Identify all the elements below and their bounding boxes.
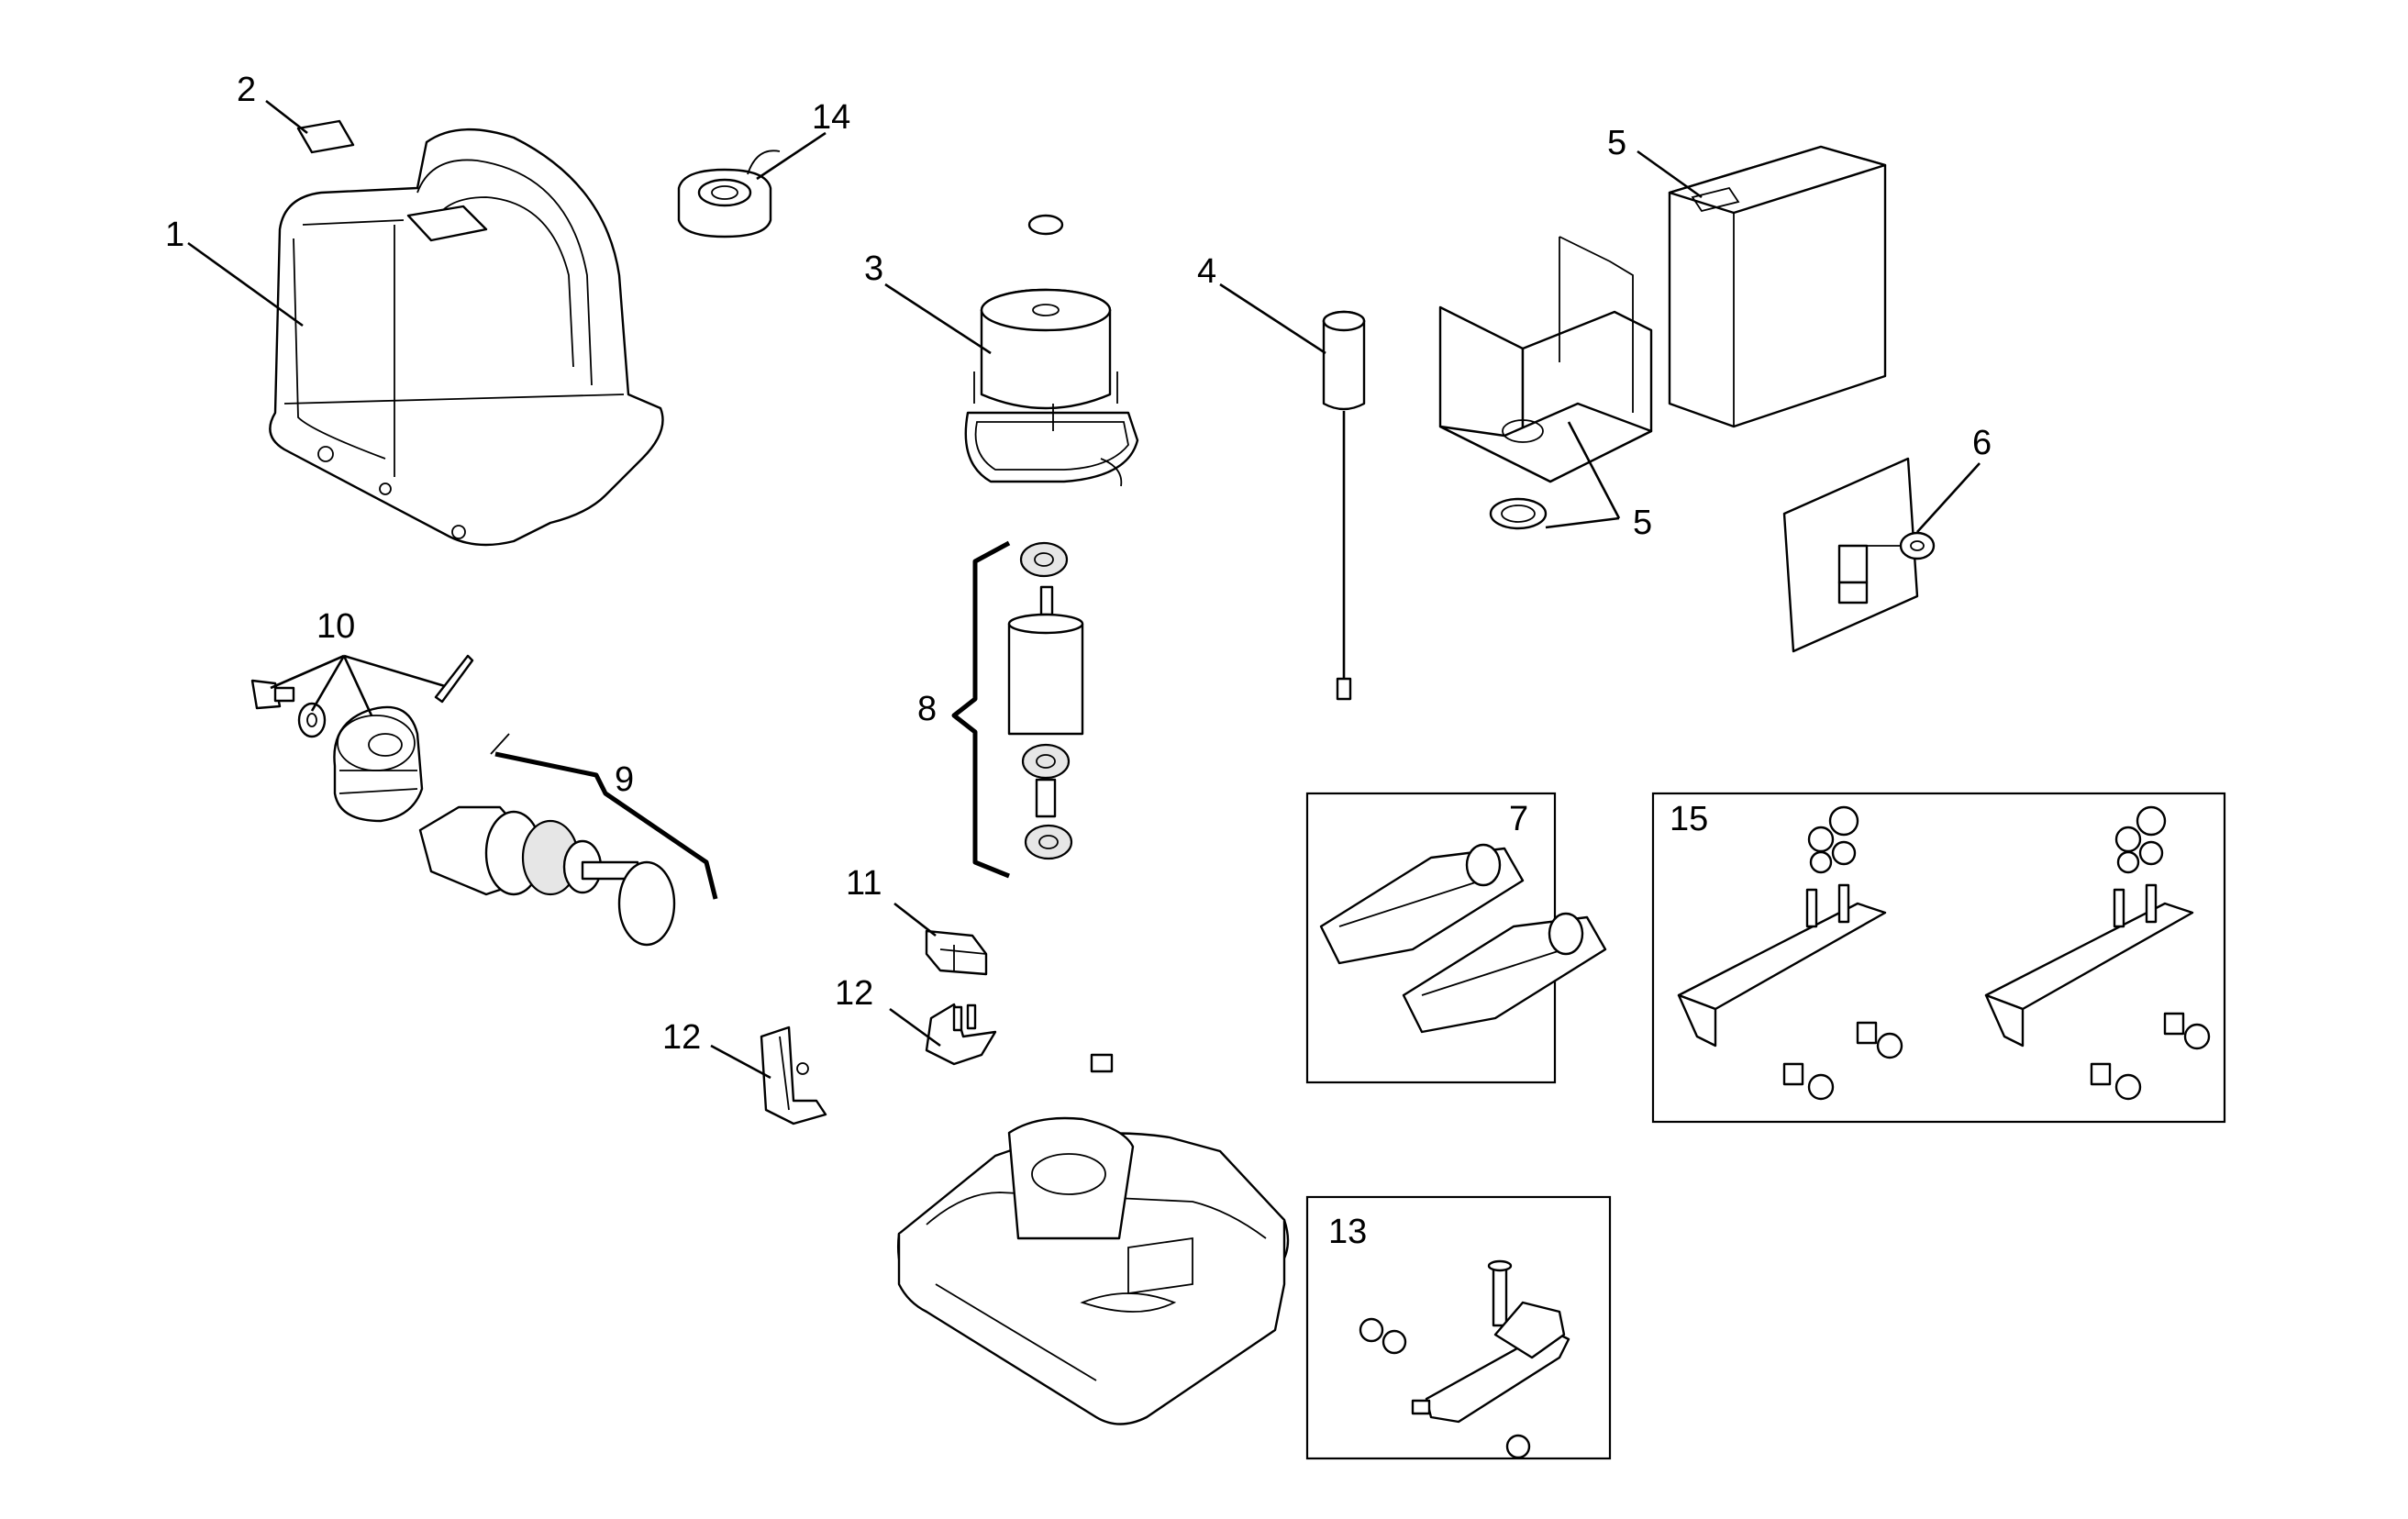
limit-stop-upper	[1319, 843, 1525, 965]
callout-8: 8	[917, 690, 937, 728]
leader-2	[265, 99, 308, 135]
leader-6	[1916, 462, 1981, 533]
leader-12a	[889, 1007, 941, 1048]
leader-14	[756, 131, 827, 181]
part-motor	[964, 214, 1139, 487]
part-gearbox	[418, 733, 718, 947]
callout-6: 6	[1972, 424, 1992, 462]
callout-10: 10	[316, 607, 355, 646]
leader-lines	[187, 99, 1981, 1080]
part-base-housing	[897, 1053, 1290, 1425]
part-label-plate	[296, 119, 355, 154]
callout-15: 15	[1670, 800, 1708, 838]
leader-4	[1219, 283, 1326, 355]
leader-10-washer	[310, 655, 346, 712]
callout-9: 9	[615, 760, 634, 799]
callout-5-top: 5	[1607, 124, 1626, 162]
part-limit-bracket-a	[925, 1003, 997, 1066]
leader-3	[884, 283, 992, 355]
leader-1	[187, 241, 304, 327]
leader-10-bolt	[270, 654, 345, 690]
part-cover	[269, 128, 664, 547]
mounting-plate-left	[1677, 805, 1903, 1101]
box-release-lever	[1305, 1195, 1612, 1460]
callout-3: 3	[864, 249, 883, 288]
part-shaft-assembly	[951, 540, 1084, 879]
part-limit-bracket-b	[760, 1026, 827, 1125]
callout-14: 14	[812, 98, 850, 137]
part-relay-block	[925, 929, 988, 976]
part-control-box	[1438, 145, 1887, 530]
box-mounting-plates	[1651, 792, 2226, 1124]
leader-10-key	[343, 654, 446, 688]
part-ring-sensor	[677, 150, 781, 238]
callout-7: 7	[1509, 800, 1528, 838]
limit-stop-lower	[1402, 912, 1607, 1034]
leader-12b	[710, 1044, 771, 1080]
callout-5-bottom: 5	[1633, 504, 1652, 542]
callout-13: 13	[1328, 1213, 1367, 1251]
leader-5-grommet	[1545, 516, 1620, 529]
leader-11	[893, 902, 937, 937]
callout-4: 4	[1197, 252, 1216, 291]
part-gear-set	[250, 654, 474, 823]
part-capacitor	[1322, 310, 1366, 701]
callout-numbers: 1 2 14 3 4 5 5 6 7 8 9 10 11 12 12 13 15	[165, 71, 1992, 1251]
callout-12-left: 12	[662, 1018, 701, 1057]
part-circuit-board	[1782, 457, 1936, 653]
callout-1: 1	[165, 216, 184, 254]
leader-5-box	[1637, 150, 1703, 199]
callout-2: 2	[237, 71, 256, 109]
callout-11: 11	[846, 864, 882, 903]
mounting-plate-right	[1984, 805, 2211, 1101]
box-limit-stops	[1305, 792, 1607, 1084]
leader-10-gear	[342, 655, 373, 716]
leader-5-bracket	[1567, 421, 1621, 519]
callout-12-right: 12	[835, 974, 873, 1013]
